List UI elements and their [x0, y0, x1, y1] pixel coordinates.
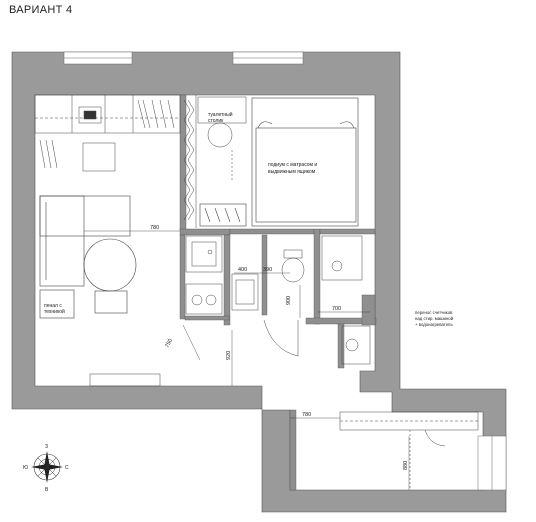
- page-title: ВАРИАНТ 4: [9, 4, 73, 16]
- compass-s: В: [45, 487, 49, 493]
- dim-700: 700: [332, 306, 341, 312]
- windows: [63, 51, 507, 491]
- dim-920: 920: [226, 351, 232, 360]
- meters-label-1: перенос счетчиков: [415, 310, 453, 315]
- dim-400: 400: [238, 267, 247, 273]
- wardrobe: [183, 95, 197, 228]
- interior-walls: [179, 94, 377, 491]
- dim-880: 880: [403, 461, 409, 470]
- podium-label-1: подиум с матрасом и: [268, 162, 317, 168]
- dim-900-wc: 900: [286, 296, 292, 305]
- exterior-walls: [11, 51, 507, 513]
- cabinet-label-1: пенал с: [44, 303, 62, 309]
- kitchen-cabinets: [34, 94, 181, 172]
- compass-w: Ю: [23, 465, 28, 471]
- compass-n: З: [45, 444, 48, 450]
- dim-750: 750: [164, 338, 174, 349]
- toilet-table-label-2: столик: [208, 118, 224, 124]
- podium-bed: [199, 97, 359, 227]
- meters-label-3: + водонагреватель: [415, 322, 453, 327]
- podium-label-2: выдвижным ящиком: [268, 169, 316, 175]
- compass-e: С: [65, 465, 69, 471]
- dimension-lines: [84, 230, 410, 490]
- dim-780-bottom: 780: [302, 412, 311, 418]
- dimension-labels: 780 400 390 700 780 900 750 920 880: [150, 225, 409, 470]
- hallway: [89, 319, 479, 490]
- kitchenette: [185, 235, 223, 315]
- dim-780-top: 780: [150, 225, 159, 231]
- toilet-table: [197, 96, 247, 180]
- toilet-table-label-1: туалетный: [208, 111, 233, 118]
- room-labels: туалетный столик подиум с матрасом и выд…: [44, 111, 454, 327]
- dim-390: 390: [263, 267, 272, 273]
- meters-label-2: над стир. машиной: [415, 316, 454, 321]
- living-furniture: [39, 195, 137, 319]
- compass: З С В Ю: [23, 444, 69, 493]
- bathroom-fixtures: [231, 235, 371, 365]
- cabinet-label-2: техникой: [44, 308, 65, 315]
